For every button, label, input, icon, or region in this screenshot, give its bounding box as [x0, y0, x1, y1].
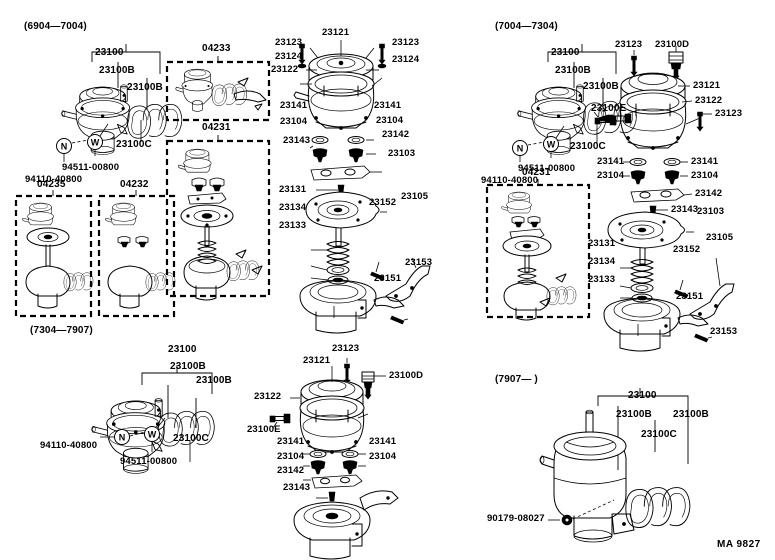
- label-23100e-q3: 23100E: [247, 424, 281, 435]
- label-94110-40800-q1: 94110-40800: [25, 174, 83, 185]
- label-23100-q3: 23100: [168, 344, 197, 355]
- label-23100c-q1: 23100C: [116, 139, 152, 150]
- label-23100-q4: 23100: [628, 390, 657, 401]
- label-94110-40800-q3: 94110-40800: [40, 440, 98, 451]
- label-23103-q2: 23103: [697, 206, 725, 217]
- label-23100-q2: 23100: [551, 47, 580, 58]
- label-23100b-right-q1: 23100B: [127, 82, 163, 93]
- label-94110-40800-q2: 94110-40800: [481, 175, 539, 186]
- label-23104-right-q3: 23104: [369, 451, 397, 462]
- label-23134-q2: 23134: [588, 256, 616, 267]
- label-23124-right-q1: 23124: [392, 54, 420, 65]
- section-header-7304-7907: (7304—7907): [30, 325, 93, 336]
- label-23121-q1: 23121: [322, 27, 350, 38]
- label-23141-left-q1: 23141: [280, 100, 308, 111]
- label-90179-08027-q4: 90179-08027: [487, 513, 545, 524]
- label-23142-q2: 23142: [695, 188, 723, 199]
- section-header-7907: (7907— ): [495, 374, 538, 385]
- label-23131-q1: 23131: [279, 184, 307, 195]
- label-23121-q2: 23121: [693, 80, 721, 91]
- label-23134-q1: 23134: [279, 202, 307, 213]
- label-23100e-q2: 23100E: [591, 103, 627, 114]
- label-23100d-q2: 23100D: [655, 39, 690, 50]
- label-23100-q1: 23100: [95, 47, 124, 58]
- label-23104-right-q1: 23104: [376, 115, 404, 126]
- label-23104-left-q1: 23104: [280, 116, 308, 127]
- label-23100b-upper-q1: 23100B: [99, 65, 135, 76]
- label-23103-q1: 23103: [388, 148, 416, 159]
- label-23100b-upper-q4: 23100B: [616, 409, 652, 420]
- label-23123-right-q2: 23123: [715, 108, 743, 119]
- label-23100d-q3: 23100D: [389, 370, 424, 381]
- label-23142-q3: 23142: [277, 465, 305, 476]
- label-23104-right-q2: 23104: [691, 170, 719, 181]
- label-23105-q1: 23105: [401, 191, 429, 202]
- label-23143-q3: 23143: [283, 482, 311, 493]
- label-23141-right-q1: 23141: [374, 100, 402, 111]
- section-header-7004-7304: (7004—7304): [495, 21, 558, 32]
- label-23100b-upper-q2: 23100B: [555, 65, 591, 76]
- sheet-watermark: MA 9827: [717, 539, 761, 550]
- label-23151-q2: 23151: [676, 291, 704, 302]
- label-94511-00800-q2: 94511-00800: [518, 163, 576, 174]
- label-23122-q1: 23122: [271, 64, 299, 75]
- label-23141-left-q3: 23141: [277, 436, 305, 447]
- label-23153-q1: 23153: [405, 257, 433, 268]
- label-23143-q1: 23143: [283, 135, 311, 146]
- label-kit-04231-q1: 04231: [202, 122, 231, 133]
- label-23143-q2: 23143: [671, 204, 699, 215]
- label-23100c-q2: 23100C: [570, 141, 606, 152]
- section-header-6904-7004: (6904—7004): [24, 21, 87, 32]
- label-23123-right-q1: 23123: [392, 37, 420, 48]
- label-23151-q1: 23151: [374, 273, 402, 284]
- label-23131-q2: 23131: [588, 238, 616, 249]
- label-23100b-right-q4: 23100B: [673, 409, 709, 420]
- label-23124-left-q1: 23124: [275, 51, 303, 62]
- label-23122-q2: 23122: [695, 95, 723, 106]
- label-kit-04235: 04235: [37, 179, 66, 190]
- label-23122-q3: 23122: [254, 391, 282, 402]
- label-23105-q2: 23105: [706, 232, 734, 243]
- label-23152-q2: 23152: [673, 244, 701, 255]
- label-23121-q3: 23121: [303, 355, 331, 366]
- label-23133-q2: 23133: [588, 274, 616, 285]
- label-23100b-right-q3: 23100B: [196, 375, 232, 386]
- label-23123-top-q2: 23123: [615, 39, 643, 50]
- label-23100b-upper-q3: 23100B: [170, 361, 206, 372]
- label-23104-left-q2: 23104: [597, 170, 625, 181]
- label-23141-right-q2: 23141: [691, 156, 719, 167]
- label-kit-04232: 04232: [120, 179, 149, 190]
- label-kit-04231-q2: 04231: [522, 167, 551, 178]
- label-23142-q1: 23142: [382, 129, 410, 140]
- label-94511-00800-q1: 94511-00800: [62, 162, 120, 173]
- label-23123-q3: 23123: [332, 343, 360, 354]
- label-23133-q1: 23133: [279, 220, 307, 231]
- label-23153-q2: 23153: [710, 326, 738, 337]
- label-23100b-right-q2: 23100B: [583, 81, 619, 92]
- label-23152-q1: 23152: [369, 197, 397, 208]
- label-kit-04233: 04233: [202, 43, 231, 54]
- label-23104-left-q3: 23104: [277, 451, 305, 462]
- label-23123-left-q1: 23123: [275, 37, 303, 48]
- label-23141-right-q3: 23141: [369, 436, 397, 447]
- label-23100c-q3: 23100C: [173, 433, 209, 444]
- label-23100c-q4: 23100C: [641, 429, 677, 440]
- label-94511-00800-q3: 94511-00800: [120, 456, 178, 467]
- label-23141-left-q2: 23141: [597, 156, 625, 167]
